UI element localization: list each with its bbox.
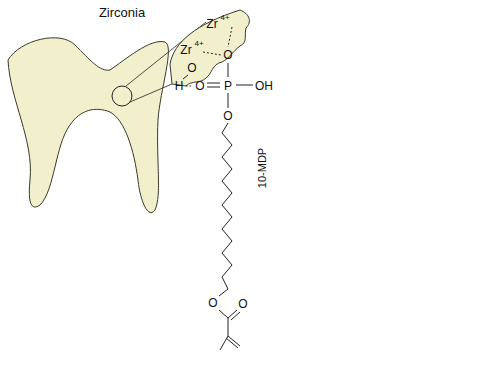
molecule-name: 10-MDP [257, 148, 268, 188]
title: Zirconia [99, 6, 145, 19]
atom-label: O [223, 49, 232, 61]
alkyl-chain [219, 123, 232, 296]
atom-label: P [224, 80, 232, 92]
bond [236, 85, 253, 86]
zoom-circle [112, 86, 132, 106]
atom-label: H [175, 80, 184, 92]
zirconia-crown [8, 38, 168, 213]
zirconia-surface [170, 10, 249, 86]
bond [207, 87, 220, 88]
bond [228, 310, 237, 318]
atom-label: O [195, 80, 204, 92]
coordination-bond [203, 52, 221, 55]
bond [231, 312, 240, 320]
ion-charge: 4+ [194, 40, 203, 48]
atom-label: O [223, 110, 232, 122]
bond [228, 93, 229, 108]
bond [207, 83, 220, 84]
bond [228, 63, 229, 77]
bond [220, 336, 228, 350]
bond [226, 338, 238, 348]
hydrogen-bond [186, 85, 193, 86]
ion-symbol: Zr [206, 18, 217, 30]
zoom-line [130, 84, 172, 102]
ion-charge: 4+ [220, 14, 229, 22]
atom-label: O [238, 298, 247, 310]
bond [228, 318, 229, 336]
bond [219, 310, 228, 318]
atom-label: O [208, 297, 217, 309]
atom-label: O [187, 62, 196, 74]
ion-symbol: Zr [180, 44, 191, 56]
bond [183, 75, 188, 79]
coordination-bond [228, 27, 232, 47]
atom-label: OH [255, 80, 273, 92]
